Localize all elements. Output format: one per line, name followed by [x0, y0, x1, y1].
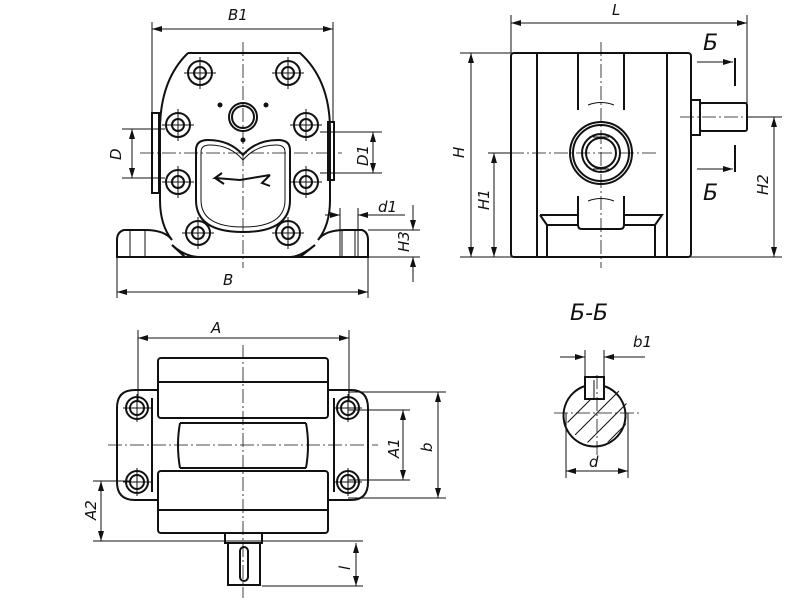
front-view: B1 D D1 d1 H3 B: [107, 6, 420, 298]
dim-d: d: [589, 453, 599, 471]
dim-H: H: [450, 147, 468, 158]
dim-b1: b1: [633, 333, 652, 351]
dim-A: A: [210, 319, 221, 337]
section-mark-top: Б: [703, 31, 718, 56]
dim-b: b: [418, 442, 436, 452]
dim-A2: A2: [82, 500, 100, 521]
bolts: [162, 57, 322, 249]
section-view: Б-Б b1 d: [554, 301, 652, 478]
dim-H1: H1: [475, 189, 493, 210]
section-mark-bottom: Б: [703, 181, 718, 206]
dim-H3: H3: [395, 231, 413, 252]
dim-d1: d1: [378, 198, 397, 216]
dim-D1: D1: [354, 145, 372, 166]
dim-D: D: [107, 148, 125, 160]
dim-l: l: [336, 565, 354, 570]
side-view: Б Б L H H1 H2: [450, 1, 782, 268]
dim-L: L: [612, 1, 620, 19]
dim-H2: H2: [754, 174, 772, 195]
top-view: A A1 b A2 l: [82, 319, 446, 598]
rotation-arrow-icon: [212, 172, 271, 187]
dim-B1: B1: [228, 6, 248, 24]
dim-B: B: [223, 271, 233, 289]
section-title: Б-Б: [570, 301, 608, 326]
dim-A1: A1: [385, 438, 403, 459]
